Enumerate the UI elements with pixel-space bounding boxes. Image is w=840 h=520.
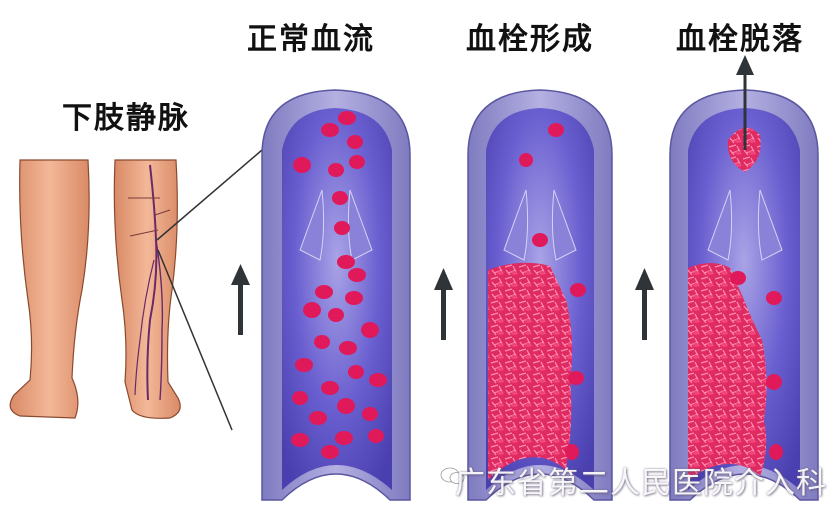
watermark-text: 广东省第二人民医院介入科 <box>455 466 827 501</box>
vein-lines <box>128 164 171 401</box>
blood-cells <box>519 123 586 460</box>
connector-line-top <box>156 149 263 241</box>
thrombus <box>488 262 573 480</box>
vein-panel-forming <box>467 89 613 501</box>
connector-line-bottom <box>157 249 233 431</box>
flow-arrows <box>231 264 654 340</box>
title-leg-veins: 下肢静脉 <box>62 101 190 136</box>
detach-arrow-head <box>736 55 754 75</box>
blood-cells <box>291 111 387 459</box>
title-thrombus-detaching: 血栓脱落 <box>676 22 804 57</box>
vein-panel-normal <box>261 89 411 501</box>
legs-illustration <box>9 149 263 431</box>
vein-panel-detaching <box>669 55 819 501</box>
title-thrombus-forming: 血栓形成 <box>466 22 594 57</box>
title-normal-flow: 正常血流 <box>247 22 375 57</box>
blood-cells <box>730 271 783 460</box>
thrombus <box>688 263 767 480</box>
left-leg <box>9 159 90 419</box>
wechat-icon <box>440 467 465 484</box>
